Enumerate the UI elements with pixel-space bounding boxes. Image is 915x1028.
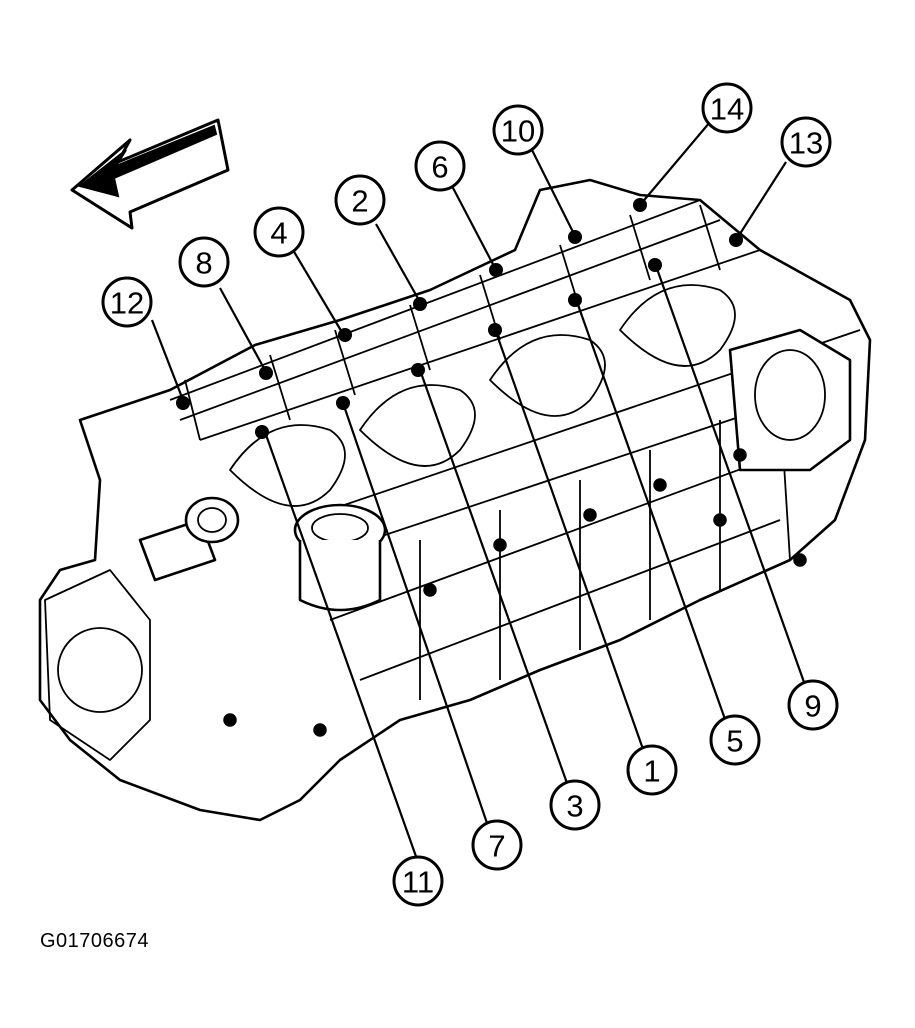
callout-9: 9 bbox=[787, 679, 839, 731]
callout-label: 14 bbox=[710, 92, 744, 127]
front-direction-arrow-icon bbox=[70, 118, 230, 230]
callout-label: 6 bbox=[431, 150, 448, 185]
callout-label: 1 bbox=[643, 754, 660, 789]
callout-13: 13 bbox=[780, 116, 832, 168]
callout-label: 2 bbox=[351, 184, 368, 219]
callout-1: 1 bbox=[626, 744, 678, 796]
leader-lines bbox=[150, 121, 807, 863]
callout-label: 8 bbox=[195, 246, 212, 281]
callout-6: 6 bbox=[414, 140, 466, 192]
callout-4: 4 bbox=[253, 206, 305, 258]
callout-label: 13 bbox=[789, 126, 823, 161]
callout-label: 10 bbox=[501, 114, 535, 149]
callout-label: 12 bbox=[110, 286, 144, 321]
callout-5: 5 bbox=[709, 714, 761, 766]
callout-11: 11 bbox=[392, 855, 444, 907]
callout-label: 9 bbox=[804, 689, 821, 724]
callout-label: 5 bbox=[726, 724, 743, 759]
figure-id: G01706674 bbox=[40, 930, 150, 952]
callout-label: 11 bbox=[402, 865, 434, 900]
callout-label: 3 bbox=[566, 789, 583, 824]
callout-12: 12 bbox=[101, 276, 153, 328]
engine-block-illustration bbox=[38, 178, 872, 822]
callout-14: 14 bbox=[701, 82, 753, 134]
callout-7: 7 bbox=[471, 819, 523, 871]
callout-10: 10 bbox=[492, 104, 544, 156]
callout-label: 7 bbox=[488, 829, 505, 864]
callout-3: 3 bbox=[549, 779, 601, 831]
callout-label: 4 bbox=[270, 216, 287, 251]
callout-2: 2 bbox=[334, 174, 386, 226]
callout-8: 8 bbox=[178, 236, 230, 288]
